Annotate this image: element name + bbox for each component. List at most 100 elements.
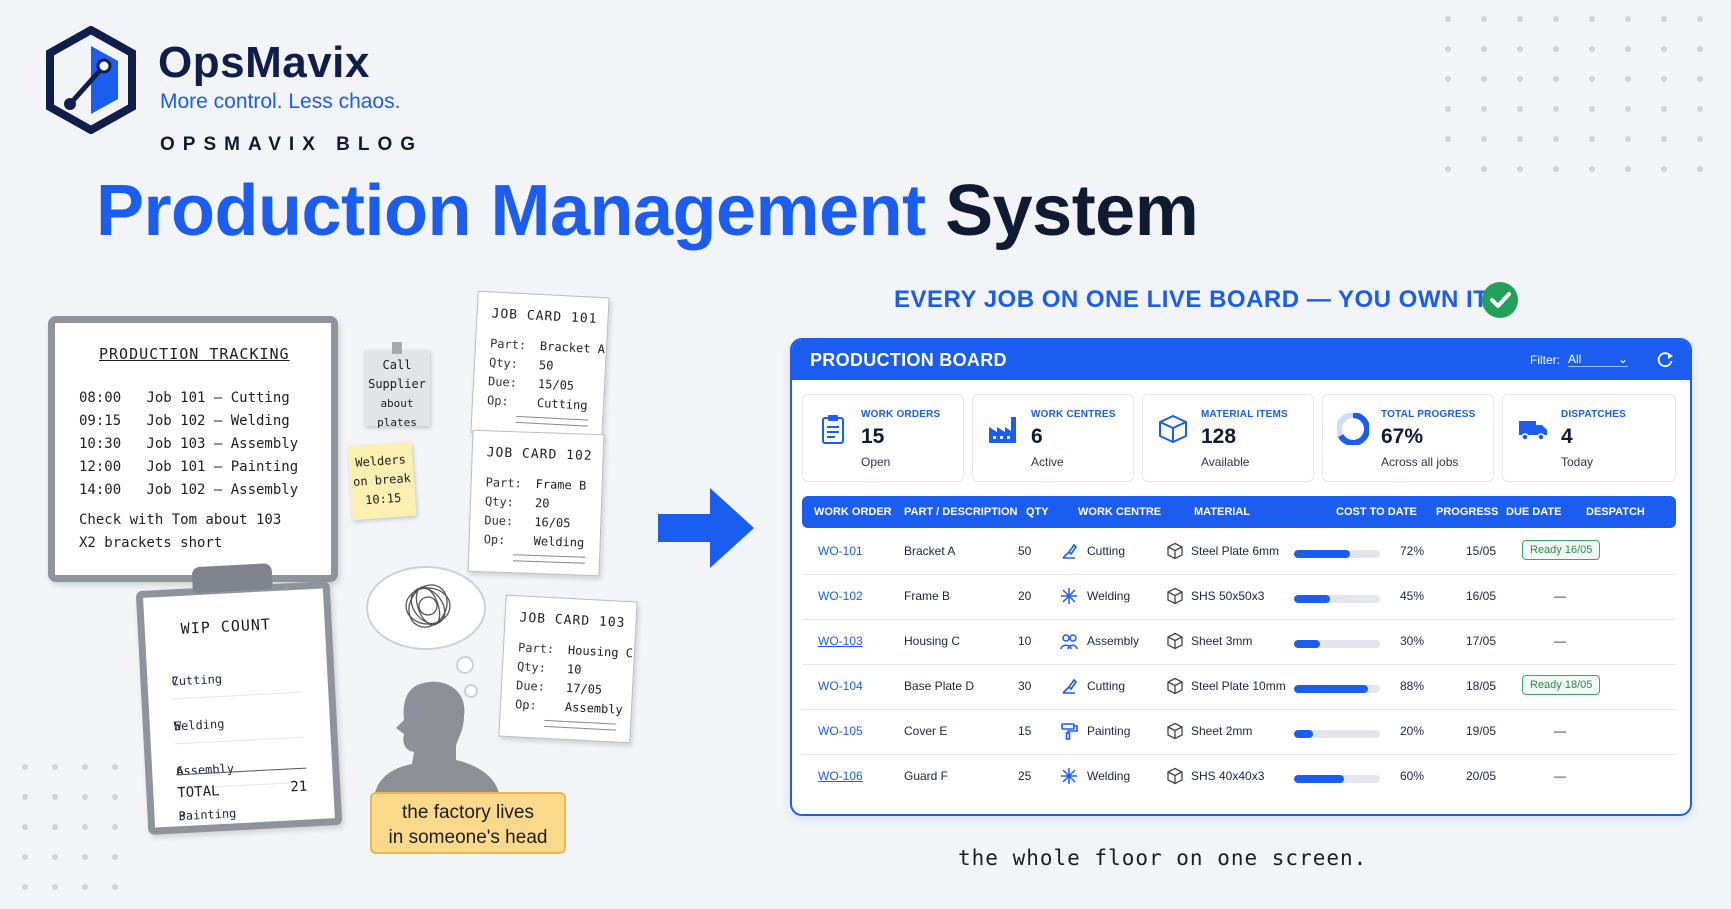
progress-cell: 30%	[1400, 634, 1425, 648]
part-cell: Cover E	[904, 724, 948, 738]
assembly-icon	[1060, 634, 1078, 650]
stat-sub: Today	[1561, 455, 1594, 469]
stat-card-work-orders: WORK ORDERS 15 Open	[802, 394, 964, 482]
production-tracking-whiteboard: PRODUCTION TRACKING 08:00 Job 101 – Cutt…	[48, 316, 338, 582]
pie-icon	[1337, 413, 1369, 445]
job-card-title: JOB CARD 103	[519, 610, 626, 631]
factory-note-line: the factory lives	[402, 802, 534, 823]
factory-note-line: in someone's head	[388, 827, 548, 848]
production-board: PRODUCTION BOARD Filter: All ⌄ WORK ORDE…	[790, 338, 1692, 816]
work-centre-cell: Painting	[1087, 724, 1131, 738]
column-header: PROGRESS	[1436, 506, 1499, 518]
cost-bar	[1294, 685, 1380, 693]
job-card-key: Qty:	[488, 355, 519, 371]
stat-card-total-progress: TOTAL PROGRESS 67% Across all jobs	[1322, 394, 1494, 482]
clip-icon	[191, 563, 273, 594]
work-centre-cell: Welding	[1087, 589, 1131, 603]
material-box-icon	[1167, 722, 1183, 740]
material-box-icon	[1167, 542, 1183, 560]
stat-sub: Open	[861, 455, 891, 469]
stats-row: WORK ORDERS 15 Open WORK CENTRES 6 Activ…	[802, 394, 1676, 482]
stat-value: 67%	[1381, 425, 1424, 448]
despatch-cell: —	[1554, 589, 1566, 603]
stat-label: WORK ORDERS	[861, 409, 941, 420]
stat-value: 15	[861, 425, 885, 448]
welding-icon	[1061, 768, 1077, 784]
job-card-value: 10	[566, 661, 582, 677]
job-card-value: 15/05	[537, 376, 575, 393]
due-date-cell: 18/05	[1466, 679, 1497, 693]
qty-cell: 30	[1018, 679, 1032, 693]
opsmavix-logo-icon	[46, 26, 136, 134]
work-order-link[interactable]: WO-103	[818, 634, 863, 648]
brand-tagline: More control. Less chaos.	[160, 90, 401, 113]
job-card-value: Cutting	[536, 395, 588, 413]
cost-bar	[1294, 550, 1380, 558]
filter: Filter: All ⌄	[1530, 352, 1628, 367]
filter-select[interactable]: All ⌄	[1568, 352, 1628, 367]
sticky-line: Call	[382, 358, 412, 372]
work-centre-cell: Cutting	[1087, 544, 1126, 558]
job-card: JOB CARD 103 Part:Housing C Qty:10 Due:1…	[498, 594, 638, 744]
wip-total-label: TOTAL	[176, 783, 220, 802]
clipboard-icon	[822, 415, 844, 444]
cost-bar	[1294, 775, 1380, 783]
work-order-link[interactable]: WO-101	[818, 544, 863, 558]
divider	[515, 421, 588, 427]
divider	[513, 554, 586, 558]
work-order-link[interactable]: WO-106	[818, 769, 863, 783]
job-card-value: Welding	[533, 533, 585, 550]
box-icon	[1159, 415, 1187, 443]
thought-dot	[464, 684, 478, 698]
page-title: Production Management System	[96, 170, 1199, 252]
decorative-dot-grid	[22, 764, 118, 890]
whiteboard-rows: 08:00 Job 101 – Cutting 09:15 Job 102 – …	[79, 387, 298, 502]
check-circle-icon	[1482, 282, 1518, 318]
stat-sub: Active	[1031, 455, 1064, 469]
due-date-cell: 16/05	[1466, 589, 1497, 603]
job-card-body: Part:Bracket A Qty:50 Due:15/05 Op:Cutti…	[487, 334, 606, 416]
job-card-value: Assembly	[564, 699, 624, 717]
sticky-line: Supplier	[368, 377, 426, 391]
cost-bar-fill	[1294, 775, 1344, 783]
qty-cell: 10	[1018, 634, 1032, 648]
material-box-icon	[1167, 632, 1183, 650]
job-card-key: Qty:	[516, 659, 547, 675]
job-card-key: Part:	[489, 336, 527, 353]
job-card-key: Due:	[515, 678, 546, 694]
cost-bar-fill	[1294, 595, 1331, 603]
arrow-right-icon	[658, 488, 754, 568]
despatch-cell: —	[1554, 769, 1566, 783]
job-card-value: Frame B	[535, 476, 587, 493]
decorative-dot-grid	[1445, 16, 1703, 172]
stat-sub: Available	[1201, 455, 1250, 469]
work-order-link[interactable]: WO-104	[818, 679, 863, 693]
qty-cell: 25	[1018, 769, 1032, 783]
wip-total-value: 21	[289, 778, 308, 796]
due-date-cell: 19/05	[1466, 724, 1497, 738]
progress-cell: 60%	[1400, 769, 1425, 783]
cutting-icon	[1062, 543, 1078, 559]
job-card-value: 50	[538, 357, 554, 373]
material-box-icon	[1167, 587, 1183, 605]
wip-value: 5	[173, 719, 182, 734]
sticky-note-welders: Welders on break 10:15	[347, 441, 417, 521]
work-order-link[interactable]: WO-105	[818, 724, 863, 738]
wip-label: Painting	[178, 806, 237, 824]
despatch-cell: —	[1554, 634, 1566, 648]
scribble-icon	[405, 584, 451, 628]
refresh-icon[interactable]	[1656, 351, 1674, 369]
divider	[543, 725, 616, 731]
wip-title: WIP COUNT	[180, 615, 272, 638]
stat-card-work-centres: WORK CENTRES 6 Active	[972, 394, 1134, 482]
material-cell: SHS 40x40x3	[1191, 769, 1265, 783]
work-order-link[interactable]: WO-102	[818, 589, 863, 603]
truck-icon	[1519, 421, 1547, 441]
